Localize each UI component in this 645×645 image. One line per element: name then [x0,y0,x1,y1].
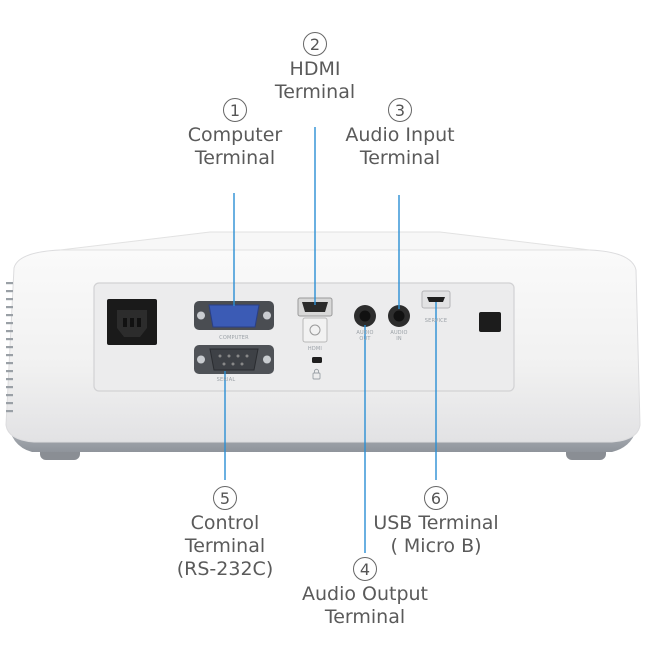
callout-text: USB Terminal ( Micro B) [373,512,499,557]
top-bevel [59,231,591,251]
usb-micro-b-port [421,290,451,309]
panel-label-audio-in: AUDIO IN [390,330,408,342]
vga-port [194,301,274,330]
panel-label-hdmi: HDMI [307,346,323,352]
callout-number: 2 [303,32,327,56]
vent-grille [6,282,13,413]
callout-text: Control Terminal (RS-232C) [176,512,274,580]
panel-label-audio-out: AUDIO OUT [356,330,374,342]
callout-control-terminal: 5 Control Terminal (RS-232C) [150,486,300,581]
callout-text: Audio Input Terminal [345,124,455,169]
callout-number: 6 [424,486,448,510]
callout-text: HDMI Terminal [274,58,356,103]
ac-power-inlet [107,299,157,345]
callout-number: 3 [388,98,412,122]
remote-sensor [479,312,501,332]
callout-text: Audio Output Terminal [301,583,429,628]
serial-port [194,345,274,374]
panel-label-service: SERVICE [424,318,448,324]
panel-label-serial: SERIAL [216,377,236,383]
callout-number: 5 [213,486,237,510]
panel-label-computer: COMPUTER [219,335,249,341]
callout-audio-input-terminal: 3 Audio Input Terminal [325,98,475,170]
callout-hdmi-terminal: 2 HDMI Terminal [245,32,385,104]
callout-computer-terminal: 1 Computer Terminal [160,98,310,170]
audio-out-jack [354,305,376,327]
callout-number: 4 [353,557,377,581]
leader-lines [224,127,437,553]
callout-usb-terminal: 6 USB Terminal ( Micro B) [361,486,511,558]
callout-audio-output-terminal: 4 Audio Output Terminal [282,557,448,629]
audio-in-jack [388,305,410,327]
callout-text: Computer Terminal [187,124,283,169]
hdmi-port [297,297,333,343]
security-slot [312,357,322,380]
callout-number: 1 [223,98,247,122]
